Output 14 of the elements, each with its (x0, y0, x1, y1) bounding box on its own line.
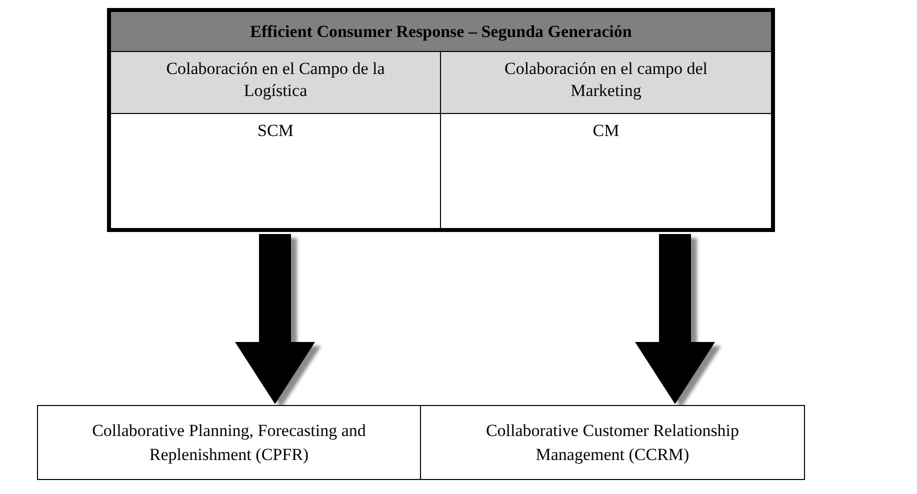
cell-text: CM (592, 121, 620, 140)
process-box (420, 405, 805, 480)
block-arrow (235, 234, 315, 404)
cell-text: SCM (258, 121, 294, 140)
process-box (37, 405, 421, 480)
box-text: Collaborative Planning, Forecasting and Replenishment (CPFR) (91, 420, 367, 466)
block-arrow (635, 234, 715, 404)
table-title: Efficient Consumer Response – Segunda Generación (250, 22, 632, 42)
table-cell (441, 52, 771, 114)
cell-text: Colaboración en el campo del Marketing (504, 59, 708, 100)
table (107, 8, 775, 232)
cell-text: Colaboración en el Campo de la Logística (166, 59, 385, 100)
table-cell (111, 52, 441, 114)
box-text: Collaborative Customer Relationship Management (CCRM) (484, 420, 740, 466)
